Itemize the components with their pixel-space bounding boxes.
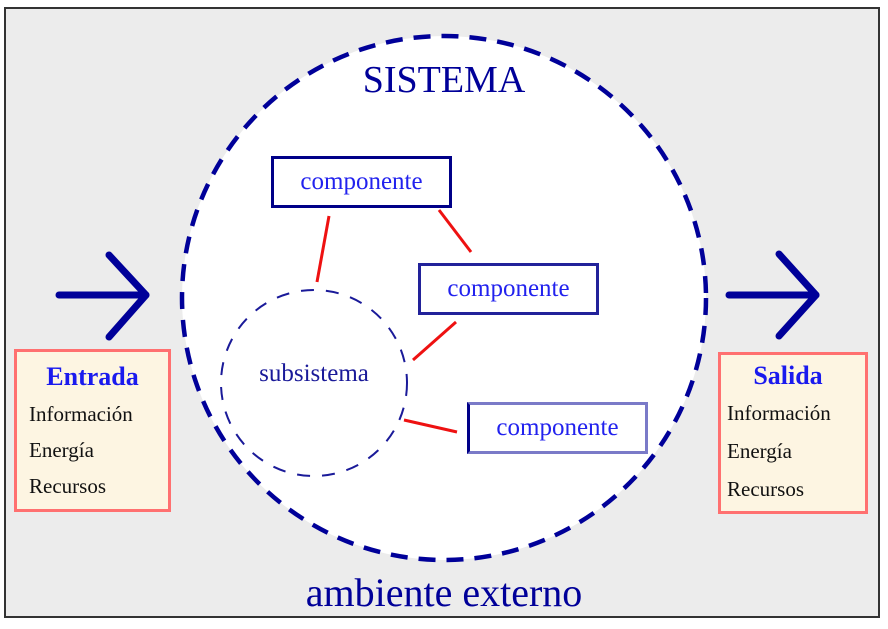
input-title: Entrada xyxy=(46,362,139,391)
input-item: Información xyxy=(29,402,133,426)
output-arrow-icon xyxy=(725,250,820,340)
output-box: Salida Información Energía Recursos xyxy=(718,352,868,514)
connector-line xyxy=(437,209,473,253)
connector-line xyxy=(403,418,458,434)
subsystem-label: subsistema xyxy=(259,360,369,387)
input-box: Entrada Información Energía Recursos xyxy=(14,349,171,512)
component-box: componente xyxy=(271,156,452,208)
connector-line xyxy=(315,215,331,283)
component-box: componente xyxy=(467,402,648,454)
environment-label: ambiente externo xyxy=(305,570,583,615)
connector-line xyxy=(412,320,457,362)
input-item: Energía xyxy=(29,438,94,462)
component-box: componente xyxy=(418,263,599,315)
system-title: SISTEMA xyxy=(362,59,526,101)
subsystem-boundary xyxy=(220,289,408,477)
output-title: Salida xyxy=(753,361,823,390)
output-item: Información xyxy=(727,401,831,425)
input-arrow-icon xyxy=(55,251,150,341)
output-item: Energía xyxy=(727,439,792,463)
input-item: Recursos xyxy=(29,474,106,498)
output-item: Recursos xyxy=(727,477,804,501)
